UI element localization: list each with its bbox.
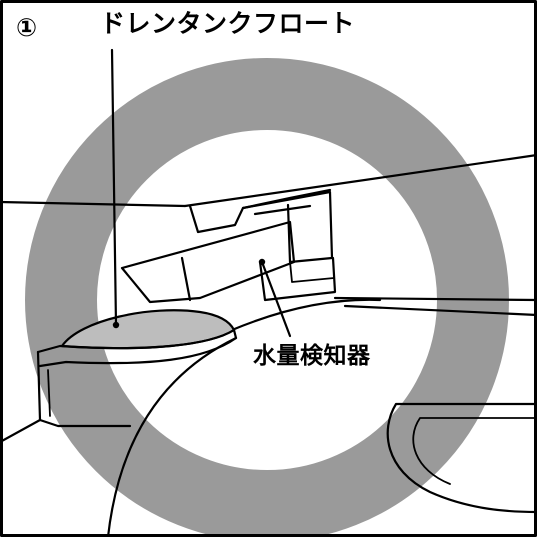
sensor-bracket — [188, 188, 332, 234]
lower-right-cup-inner — [412, 417, 537, 485]
tank-front-body — [36, 350, 132, 428]
tank-shell-curve — [106, 336, 238, 537]
sensor-box-inner — [253, 204, 312, 216]
drain-tank-float-label: ドレンタンクフロート — [100, 9, 356, 38]
tank-top-curve — [230, 298, 382, 332]
tank-rim-edge — [343, 304, 537, 317]
tank-front-inner — [47, 369, 51, 417]
sensor-box — [241, 190, 334, 264]
leader-dot-float — [112, 321, 120, 329]
housing-diagonal-edge — [183, 153, 537, 208]
sensor-lower-slot — [289, 261, 335, 283]
leader-line-sensor — [260, 260, 292, 338]
leader-dot-sensor — [258, 258, 266, 266]
water-level-sensor-label: 水量検知器 — [253, 343, 371, 369]
tank-top-edge — [333, 296, 537, 302]
step-number-badge: ① — [16, 13, 38, 42]
tank-front-foot — [0, 418, 42, 444]
leader-line-float — [110, 48, 118, 327]
water-level-sensor-arm — [120, 220, 296, 304]
float-holder — [36, 328, 238, 368]
sensor-lower-block — [258, 256, 337, 302]
lower-right-cup — [386, 402, 537, 514]
housing-top-edge — [0, 200, 187, 208]
sensor-arm-ridge — [180, 256, 192, 302]
